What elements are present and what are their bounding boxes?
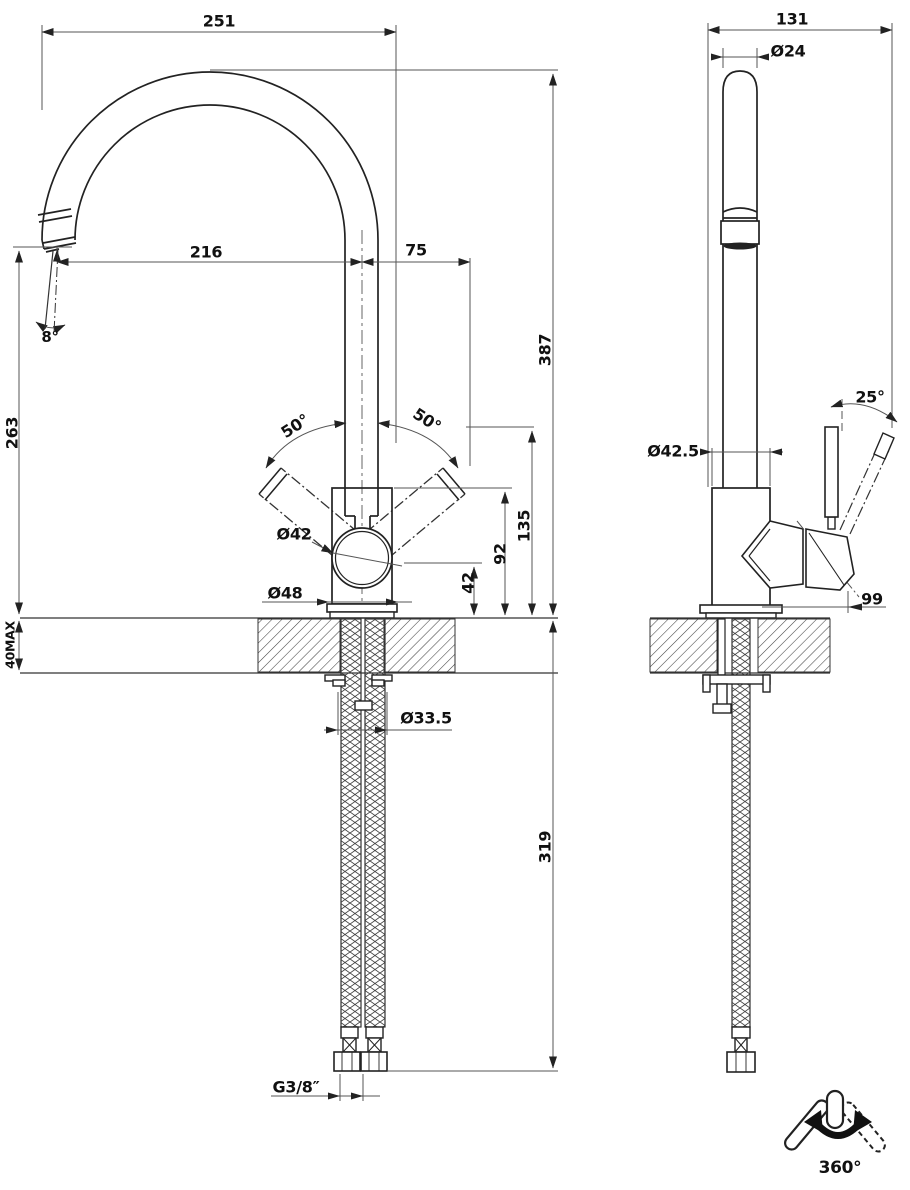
- dim-label-216: 216: [189, 242, 223, 262]
- dim-label-dia42-5: Ø42.5: [647, 441, 699, 461]
- dim-label-387: 387: [535, 333, 555, 367]
- dim-label-dia42: Ø42: [276, 524, 312, 544]
- dim-label-99: 99: [861, 589, 883, 609]
- dim-label-25deg: 25°: [855, 387, 885, 407]
- dim-label-135: 135: [514, 509, 534, 543]
- dim-label-131: 131: [775, 9, 809, 29]
- dim-label-40max: 40MAX: [2, 621, 18, 669]
- dim-label-319: 319: [535, 830, 555, 864]
- dim-label-92: 92: [490, 543, 510, 565]
- rotation-symbol-label: 360°: [818, 1158, 862, 1178]
- dim-label-251: 251: [202, 11, 236, 31]
- front-view: [13, 25, 558, 1101]
- dim-label-dia24: Ø24: [770, 41, 806, 61]
- dim-label-dia33-5: Ø33.5: [400, 708, 452, 728]
- dim-label-g38: G3/8″: [272, 1077, 320, 1097]
- dim-label-8deg: 8°: [41, 328, 59, 346]
- dim-label-42: 42: [458, 572, 478, 594]
- dim-label-75: 75: [405, 240, 427, 260]
- side-view: [649, 23, 898, 1073]
- dim-label-dia48: Ø48: [267, 583, 303, 603]
- dim-label-263: 263: [2, 416, 22, 450]
- rotation-symbol: [784, 1089, 886, 1153]
